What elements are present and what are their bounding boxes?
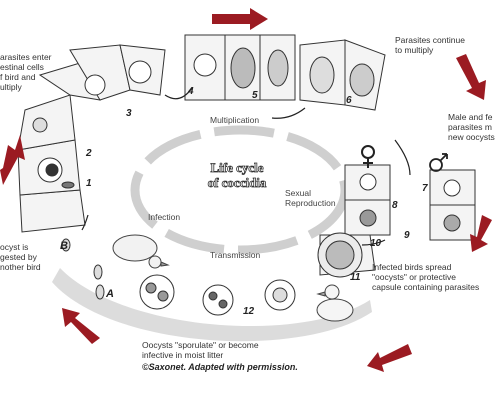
red-arrow-top-right [456,54,486,100]
title-line-2: of coccidia [207,175,267,191]
intestinal-cells-right [317,164,476,278]
duck-icon [316,284,354,322]
stage-number-10: 10 [370,238,382,249]
stage-number-12: 12 [243,306,255,317]
stage-number-2: 2 [86,148,92,159]
note-oocysts-sporulate: Oocysts "sporulate" or become infective … [142,340,259,360]
stage-number-6: 6 [346,95,352,106]
stage-letter-b: B [60,240,68,252]
note-parasites-enter: arasites enter estinal cells f bird and … [0,52,52,92]
note-parasites-continue: Parasites continue to multiply [395,35,465,55]
stage-number-5: 5 [252,90,258,101]
stage-arrows [81,87,411,246]
chicken-icon [112,234,170,269]
stage-number-4: 4 [188,86,194,97]
transmission-band [52,268,372,342]
stage-label-infection: Infection [148,212,181,222]
red-arrow-bottom-left [62,308,100,344]
red-arrow-bottom-right [367,344,412,372]
red-arrow-left [0,135,25,185]
outer-arrows [0,8,492,372]
diagram-title: Life cycle of coccidia [192,160,282,191]
male-symbol-icon [429,153,448,172]
stage-number-8: 8 [392,200,398,211]
stage-number-1: 1 [86,178,92,189]
note-male-female: Male and fe parasites m new oocysts [448,112,495,142]
stage-label-transmission: Transmission [210,250,261,260]
stage-number-11: 11 [350,272,361,283]
red-arrow-top [212,8,268,30]
stage-number-7: 7 [422,183,428,194]
note-oocyst-ingested: ocyst is gested by nother bird [0,242,41,272]
intestinal-cells-top [184,34,386,111]
note-infected-birds-spread: Infected birds spread "oocysts" or prote… [372,262,480,292]
stage-label-sexual-reproduction: Sexual Reproduction [285,188,336,208]
intestinal-cells-left [17,44,166,233]
stage-letter-a: A [106,288,114,300]
oocysts-group [61,238,296,316]
image-credit: ©Saxonet. Adapted with permission. [142,362,298,372]
stage-number-3: 3 [126,108,132,119]
stage-label-multiplication: Multiplication [210,115,260,125]
stage-number-9: 9 [404,230,410,241]
red-arrow-right [470,215,492,252]
female-symbol-icon [361,145,375,168]
title-line-1: Life cycle [210,160,264,176]
